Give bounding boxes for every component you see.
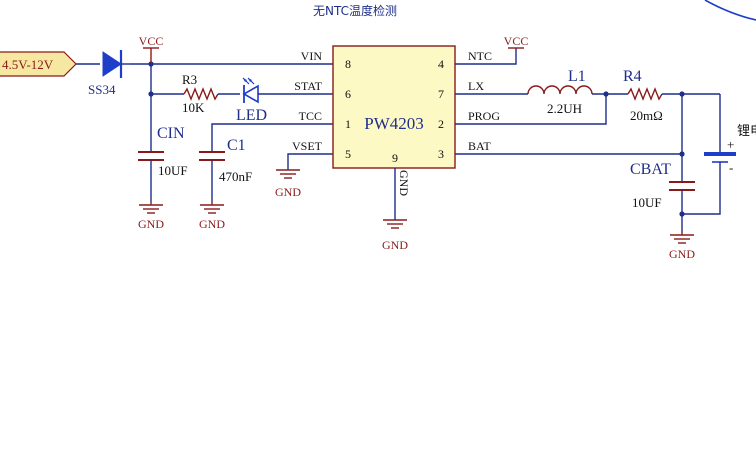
diode-ref: SS34 [88,82,116,97]
gnd-symbol-cbat [670,232,694,244]
ic-name: PW4203 [364,114,424,133]
pin-label-tcc: TCC [299,109,322,123]
r4-value: 20mΩ [630,108,663,123]
cin-ref: CIN [157,125,185,142]
pin-label-bat: BAT [468,139,491,153]
wire-vset [287,153,333,170]
pin-num-5: 5 [345,147,351,161]
led-ref: LED [236,107,267,124]
pin-num-4: 4 [438,57,444,71]
resistor-r4 [627,87,663,101]
pin-num-8: 8 [345,57,351,71]
inductor-l1 [527,85,593,95]
gnd-symbol-ic [383,219,407,229]
pin-label-vset: VSET [292,139,323,153]
pin-num-6: 6 [345,87,351,101]
wire-prog [455,94,607,125]
pin-label-vin: VIN [301,49,323,63]
capacitor-c1 [199,151,225,202]
r4-ref: R4 [623,68,642,85]
gnd-symbol-cin [139,202,163,214]
gnd-label-vset: GND [275,185,301,199]
wire-ntc [455,48,517,65]
resistor-r3 [183,87,219,101]
cbat-value: 10UF [632,195,662,210]
battery-plus: + [727,137,734,152]
gnd-symbol-c1 [200,202,224,214]
cin-value: 10UF [158,163,188,178]
r3-ref: R3 [182,72,197,87]
pin-num-9: 9 [392,151,398,165]
pin-num-1: 1 [345,117,351,131]
pin-num-7: 7 [438,87,444,101]
gnd-label-c1: GND [199,217,225,231]
capacitor-cbat [669,181,695,232]
vcc-label-left: VCC [139,34,164,48]
c1-value: 470nF [219,169,252,184]
l1-value: 2.2UH [547,101,582,116]
wire-tcc [211,123,333,152]
input-port-label: 4.5V-12V [2,57,54,72]
wire-batt-bottom [682,162,721,215]
gnd-label-cbat: GND [669,247,695,261]
gnd-symbol-vset [276,169,300,179]
led [242,77,259,104]
vcc-label-ntc: VCC [504,34,529,48]
battery-label: 锂电 [737,124,756,139]
cbat-ref: CBAT [630,161,671,178]
gnd-label-ic: GND [382,238,408,252]
annotation-ellipse [704,0,756,21]
l1-ref: L1 [568,68,586,85]
pin-num-2: 2 [438,117,444,131]
pin-label-lx: LX [468,79,484,93]
c1-ref: C1 [227,137,246,154]
r3-value: 10K [182,100,205,115]
schematic-title: 无NTC温度检测 [313,3,397,18]
junction-bat [679,151,685,157]
vcc-symbol-left [143,47,159,64]
capacitor-cin [138,151,164,202]
battery-minus: - [729,160,733,175]
input-port: 4.5V-12V [0,51,77,77]
pin-label-ntc: NTC [468,49,492,63]
gnd-label-cin: GND [138,217,164,231]
pin-num-3: 3 [438,147,444,161]
pin-label-prog: PROG [468,109,500,123]
ic-body [332,45,456,169]
diode-ss34 [102,50,130,78]
pin-label-gnd: GND [397,170,411,196]
pin-label-stat: STAT [294,79,322,93]
